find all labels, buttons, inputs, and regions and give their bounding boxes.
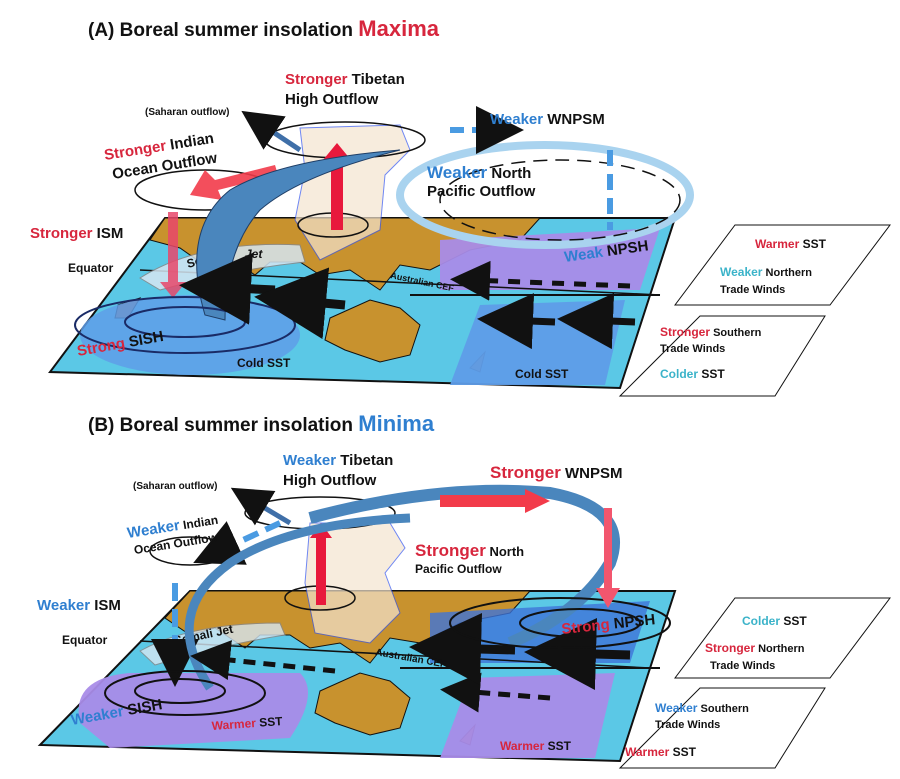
box-north-line1: Warmer SST — [755, 237, 827, 251]
box-south-line1: Weaker Southern — [655, 701, 749, 715]
box-south — [618, 687, 826, 769]
trade-wind-arrow-south-2 — [557, 293, 636, 350]
indian-outflow-label: Stronger Indian Ocean Outflow — [103, 130, 219, 183]
tibetan-high-region — [294, 124, 411, 261]
box-north-line3: Trade Winds — [720, 284, 785, 296]
tibetan-updraft-arrow — [323, 143, 351, 230]
box-south-line3: Colder SST — [660, 367, 725, 381]
npsh-ellipse-dashed — [439, 159, 681, 241]
box-south-line3: Warmer SST — [625, 745, 697, 759]
saharan-outflow-arrow — [241, 110, 302, 153]
box-north-line2: Stronger Northern — [705, 641, 805, 655]
saharan-outflow-label: (Saharan outflow) — [145, 107, 229, 118]
panel-b-map: Somali Jet — [37, 484, 677, 763]
wnpsm-label: Stronger WNPSM — [490, 463, 623, 482]
np-outflow-label: Weaker North — [427, 163, 531, 182]
cold-sst-left-label: Cold SST — [237, 356, 291, 370]
trade-wind-arrow-north-1 — [409, 613, 516, 686]
npsh-ellipse-outer — [449, 597, 671, 649]
ism-label: Stronger ISM — [30, 225, 123, 242]
sish-ellipse-outer — [104, 670, 266, 716]
npsh-label: Strong NPSH — [561, 611, 656, 638]
tibetan-label: Weaker Tibetan — [283, 452, 393, 469]
tibetan-label: Stronger Tibetan — [285, 71, 405, 88]
box-south — [618, 315, 826, 397]
trade-wind-arrow-south-1 — [477, 293, 556, 350]
panel-a-title: (A) Boreal summer insolation Maxima — [88, 16, 440, 41]
hadley-circulation-band — [196, 149, 401, 321]
australia-land — [324, 299, 421, 363]
box-south-line2: Trade Winds — [660, 343, 725, 355]
warm-sst-right-label: Warmer SST — [500, 739, 572, 753]
tibetan-high-region — [304, 522, 406, 644]
trade-wind-arrow-indian-dashed — [190, 640, 336, 680]
australia-land — [314, 672, 411, 736]
np-circulation-band — [308, 484, 620, 649]
panel-b-labels: Weaker Tibetan High Outflow (Saharan out… — [37, 452, 891, 769]
sish-ellipse-inner — [134, 678, 226, 704]
box-south-line2: Trade Winds — [655, 719, 720, 731]
trade-wind-arrow-indian-1 — [179, 252, 276, 325]
jet-label: Jet — [245, 247, 263, 261]
wnpsm-label: Weaker WNPSM — [490, 111, 605, 128]
ism-label: Weaker ISM — [37, 597, 121, 614]
cold-sst-right-label: Cold SST — [515, 367, 569, 381]
panel-a: (A) Boreal summer insolation Maxima Soma… — [30, 16, 891, 397]
np-outflow-label-line2: Pacific Outflow — [415, 562, 502, 576]
saharan-outflow-label: (Saharan outflow) — [133, 481, 217, 492]
np-outflow-ellipse — [396, 141, 694, 249]
trade-wind-arrow-north-dashed — [450, 260, 631, 301]
box-north-line3: Trade Winds — [710, 660, 775, 672]
np-outflow-label-line2: Pacific Outflow — [427, 183, 536, 200]
equator-label: Equator — [62, 633, 108, 647]
npsh-label: Weak NPSH — [563, 237, 649, 266]
indian-outflow-label: Weaker Indian Ocean Outflow — [126, 513, 219, 557]
tibetan-updraft-arrow — [310, 523, 332, 605]
wnpsm-arrowhead — [525, 489, 550, 513]
saharan-outflow-arrow — [230, 487, 292, 526]
panel-b: (B) Boreal summer insolation Minima — [88, 411, 435, 436]
equator-label: Equator — [68, 261, 114, 275]
trade-wind-arrow-indian-2 — [254, 267, 346, 340]
box-north-line1: Colder SST — [742, 614, 807, 628]
np-outflow-label: Stronger North — [415, 541, 524, 560]
box-north — [674, 224, 891, 306]
ism-downward-arrow — [168, 212, 178, 282]
indian-outflow-arrow-weak — [193, 520, 282, 565]
tibetan-label-line2: High Outflow — [283, 472, 377, 489]
npsh-ellipse-inner — [519, 608, 641, 638]
warm-sst-left-label: Warmer SST — [211, 714, 283, 733]
panel-b-title: (B) Boreal summer insolation Minima — [88, 411, 435, 436]
trade-wind-arrow-south-dashed — [440, 672, 551, 713]
indian-outflow-arrow — [190, 165, 278, 200]
box-north-line2: Weaker Northern — [720, 265, 812, 279]
trade-wind-arrow-north-2 — [524, 618, 631, 691]
np-descent-arrowhead — [596, 588, 620, 608]
tibetan-label-line2: High Outflow — [285, 91, 379, 108]
box-south-line1: Stronger Southern — [660, 325, 762, 339]
box-north — [674, 597, 891, 679]
